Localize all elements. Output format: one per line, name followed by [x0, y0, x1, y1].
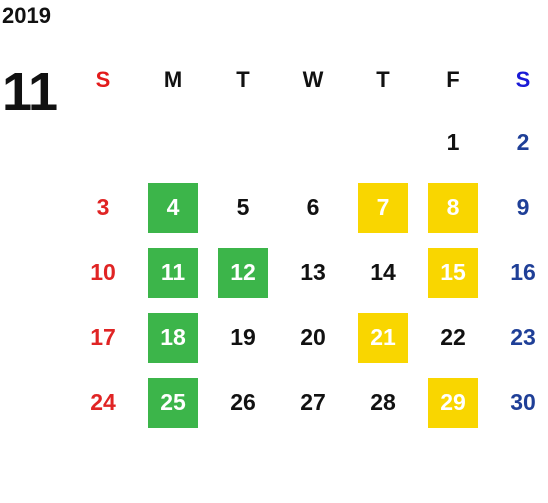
day-cell: 8 [418, 175, 488, 240]
day-cell: 25 [138, 370, 208, 435]
day-number[interactable]: 25 [148, 377, 198, 428]
day-number[interactable]: 20 [300, 324, 326, 350]
day-number[interactable]: 6 [306, 194, 320, 220]
day-number[interactable]: 18 [148, 312, 198, 363]
day-cell: 26 [208, 370, 278, 435]
weekday-cell-thu: T [348, 50, 418, 110]
day-cell: 23 [488, 305, 548, 370]
day-cell: 20 [278, 305, 348, 370]
day-cell: 30 [488, 370, 548, 435]
day-cell: 18 [138, 305, 208, 370]
empty-day [78, 118, 128, 168]
day-number[interactable]: 13 [300, 259, 326, 285]
day-cell: 7 [348, 175, 418, 240]
weekday-cell-sun: S [68, 50, 138, 110]
day-cell: 19 [208, 305, 278, 370]
day-cell [138, 110, 208, 175]
day-number[interactable]: 2 [516, 129, 530, 155]
day-number[interactable]: 5 [236, 194, 250, 220]
weekday-cell-wed: W [278, 50, 348, 110]
day-number[interactable]: 7 [358, 182, 408, 233]
day-cell: 21 [348, 305, 418, 370]
week-row: 10 11 12 13 14 15 16 [68, 240, 548, 305]
day-cell: 11 [138, 240, 208, 305]
weekday-label: T [236, 67, 250, 92]
day-number[interactable]: 14 [370, 259, 396, 285]
day-number[interactable]: 4 [148, 182, 198, 233]
day-cell: 15 [418, 240, 488, 305]
day-cell: 10 [68, 240, 138, 305]
empty-day [218, 118, 268, 168]
weekday-label: F [446, 67, 460, 92]
day-cell: 3 [68, 175, 138, 240]
day-cell: 12 [208, 240, 278, 305]
day-number[interactable]: 30 [510, 389, 536, 415]
day-cell: 22 [418, 305, 488, 370]
day-number[interactable]: 9 [516, 194, 530, 220]
week-row: 17 18 19 20 21 22 23 [68, 305, 548, 370]
day-cell [208, 110, 278, 175]
day-number[interactable]: 28 [370, 389, 396, 415]
day-cell: 6 [278, 175, 348, 240]
weekday-label: M [163, 67, 183, 92]
day-number[interactable]: 12 [218, 247, 268, 298]
weekday-cell-sat: S [488, 50, 548, 110]
month-number: 11 [2, 62, 58, 122]
day-number[interactable]: 17 [90, 324, 116, 350]
weekday-label: W [302, 67, 324, 92]
day-cell: 9 [488, 175, 548, 240]
day-number[interactable]: 16 [510, 259, 536, 285]
day-number[interactable]: 3 [96, 194, 110, 220]
day-cell: 14 [348, 240, 418, 305]
day-number[interactable]: 23 [510, 324, 536, 350]
empty-day [358, 118, 408, 168]
day-number[interactable]: 10 [90, 259, 116, 285]
day-cell [278, 110, 348, 175]
day-number[interactable]: 15 [428, 247, 478, 298]
day-cell: 29 [418, 370, 488, 435]
day-cell: 16 [488, 240, 548, 305]
day-cell: 24 [68, 370, 138, 435]
week-row: 24 25 26 27 28 29 30 [68, 370, 548, 435]
empty-day [148, 118, 198, 168]
weekday-label: T [376, 67, 390, 92]
day-number[interactable]: 19 [230, 324, 256, 350]
day-cell: 27 [278, 370, 348, 435]
day-cell: 28 [348, 370, 418, 435]
day-number[interactable]: 24 [90, 389, 116, 415]
day-cell: 2 [488, 110, 548, 175]
day-cell: 4 [138, 175, 208, 240]
empty-day [288, 118, 338, 168]
day-cell: 1 [418, 110, 488, 175]
day-cell [348, 110, 418, 175]
weekday-cell-fri: F [418, 50, 488, 110]
day-cell: 5 [208, 175, 278, 240]
weekday-label: S [95, 67, 111, 92]
day-cell: 13 [278, 240, 348, 305]
day-number[interactable]: 21 [358, 312, 408, 363]
day-number[interactable]: 8 [428, 182, 478, 233]
day-number[interactable]: 11 [148, 247, 198, 298]
day-cell: 17 [68, 305, 138, 370]
day-cell [68, 110, 138, 175]
day-number[interactable]: 22 [440, 324, 466, 350]
weekday-cell-tue: T [208, 50, 278, 110]
weekday-label: S [515, 67, 531, 92]
weekday-cell-mon: M [138, 50, 208, 110]
day-number[interactable]: 1 [446, 129, 460, 155]
year-label: 2019 [2, 3, 51, 28]
day-number[interactable]: 26 [230, 389, 256, 415]
day-number[interactable]: 27 [300, 389, 326, 415]
weekday-header-row: S M T W T F S [68, 50, 548, 110]
day-number[interactable]: 29 [428, 377, 478, 428]
